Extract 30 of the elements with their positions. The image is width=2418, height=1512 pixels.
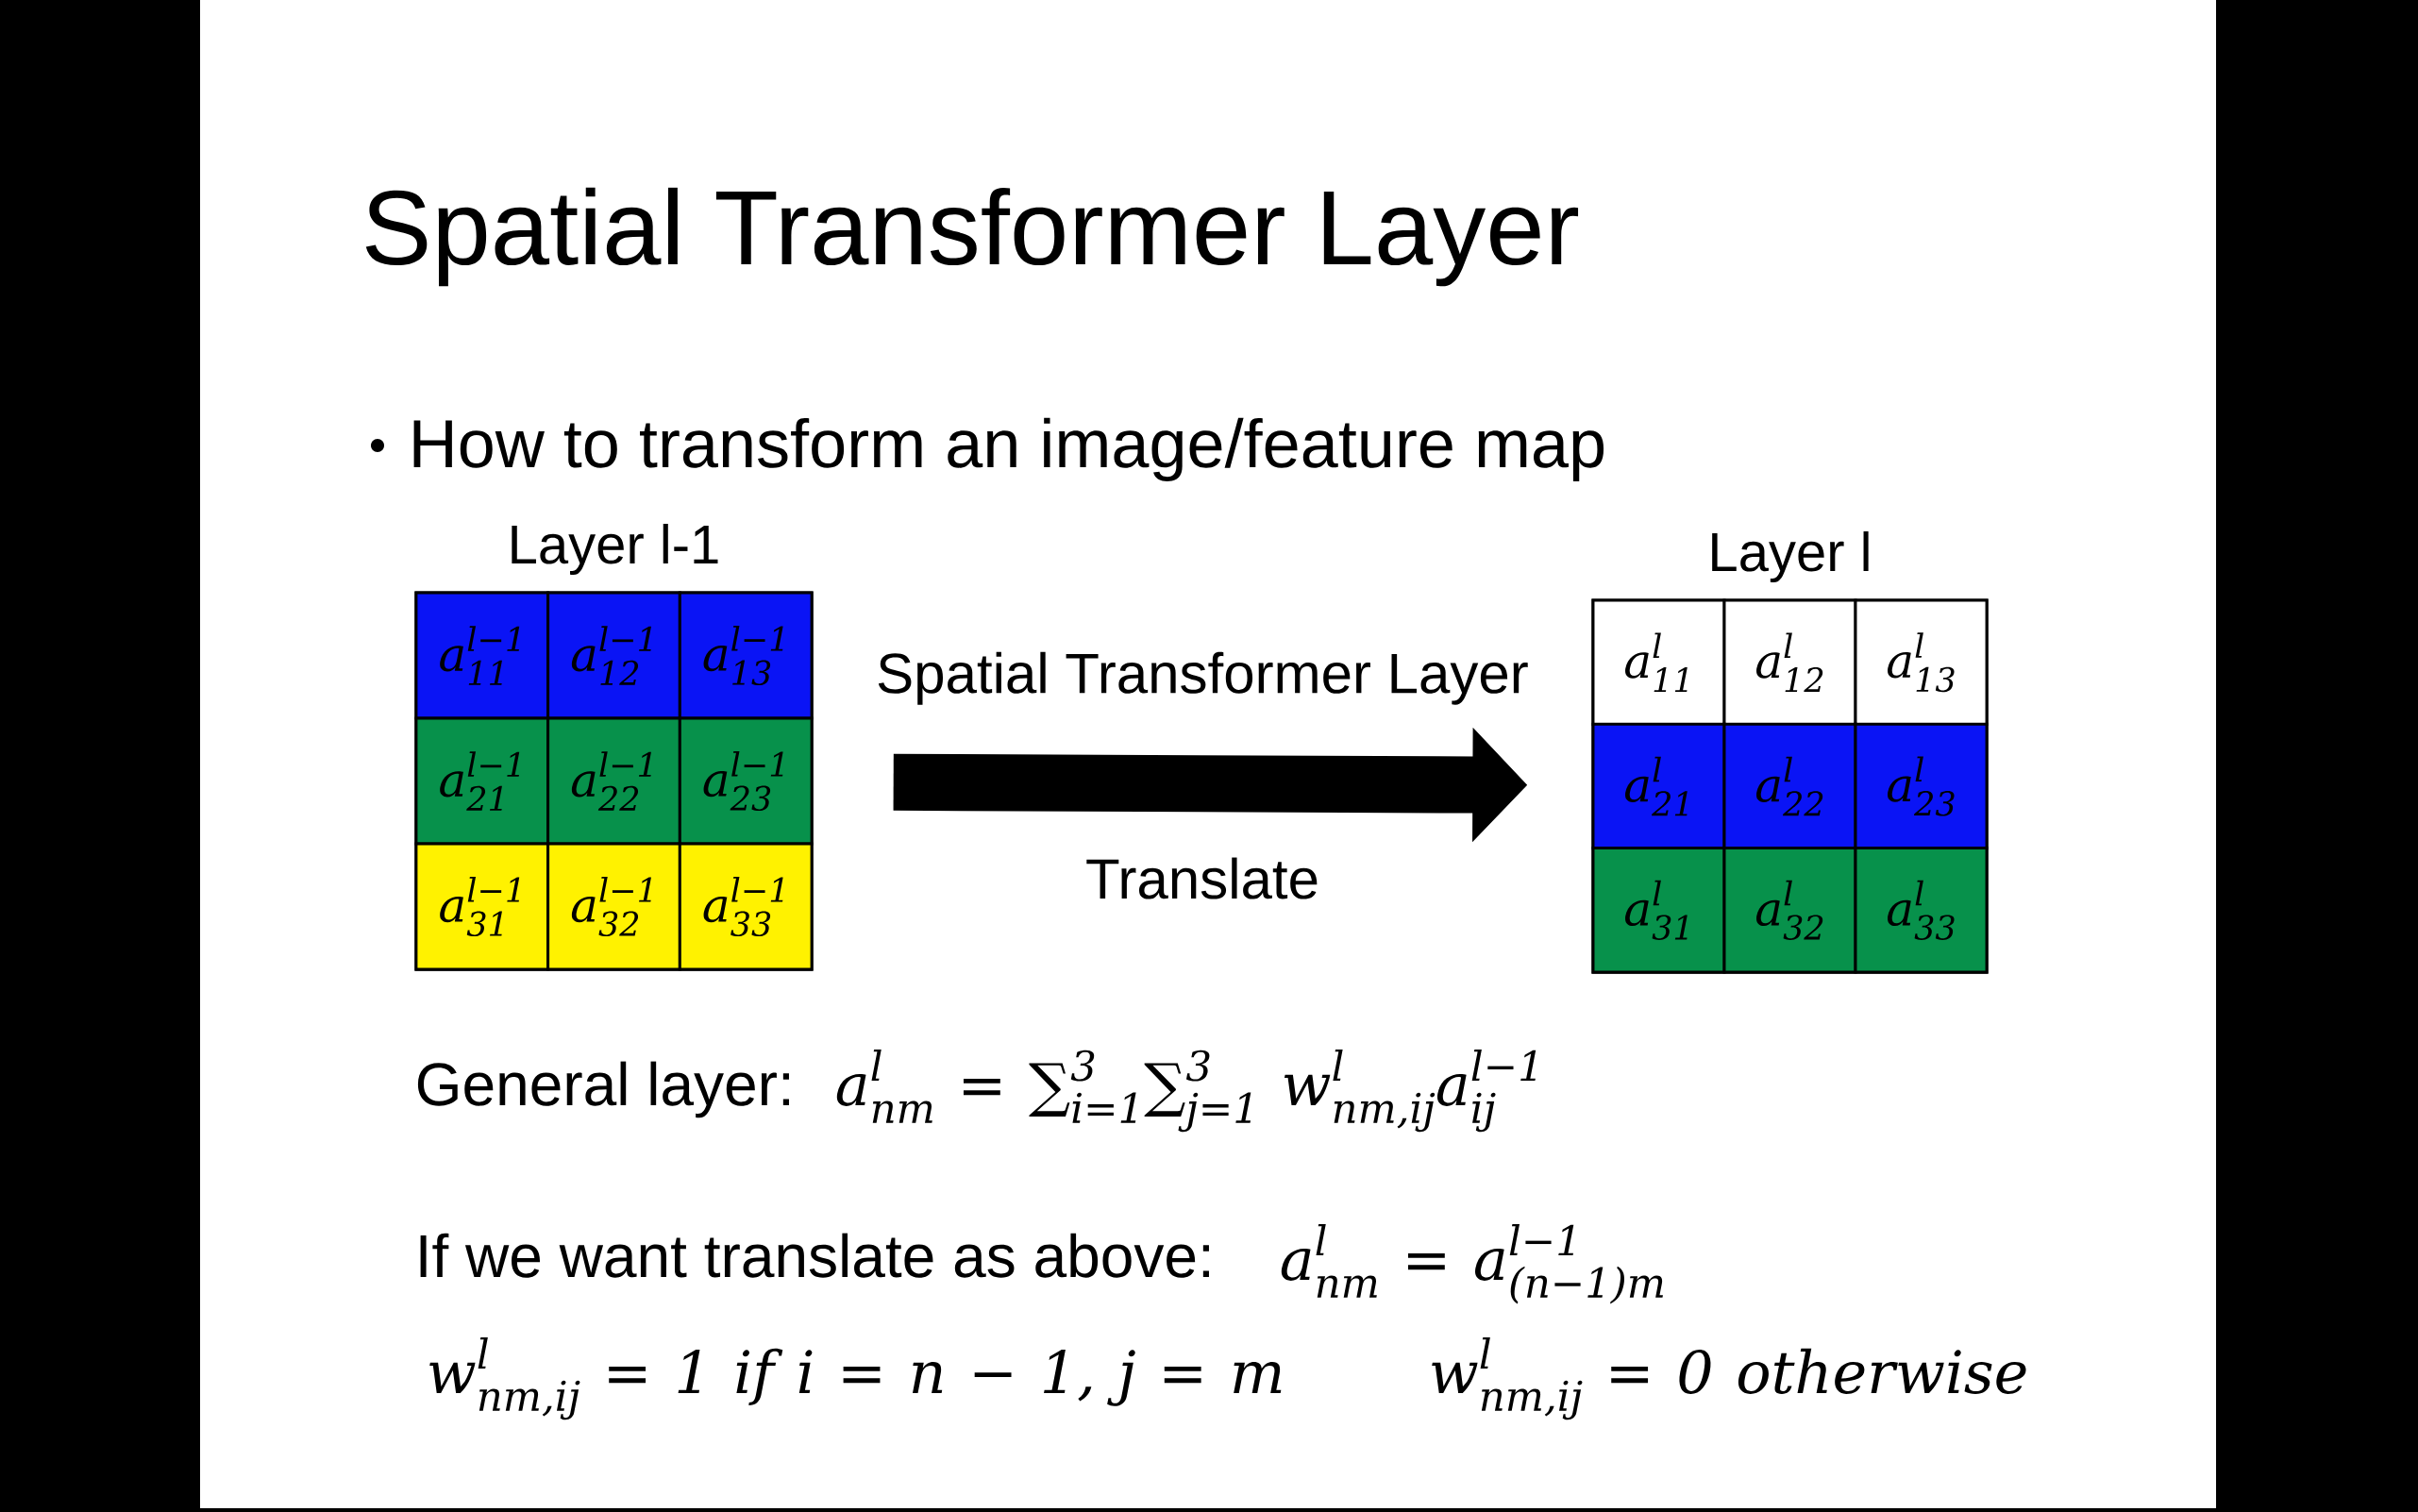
grid-cell: a$^{l}$23	[1854, 722, 1989, 850]
text-label: General layer:	[417, 1061, 789, 1118]
text-label: If we want translate as above:	[420, 1233, 1209, 1278]
grid-heading: Layer l-1	[512, 524, 718, 576]
grid-cell: a$^{l−1}$13	[678, 591, 814, 720]
arrow-caption: Translate	[1086, 857, 1318, 899]
grid-cell: a$^{l}$21	[1591, 722, 1726, 850]
grid-cell: a$^{l−1}$22	[546, 716, 681, 846]
grid-cell: a$^{l−1}$21	[414, 716, 550, 846]
slide-title: Spatial Transformer Layer	[365, 187, 1579, 287]
grid-cell: a$^{l}$13	[1854, 598, 1989, 726]
grid-cell: a$^{l−1}$33	[678, 842, 814, 971]
grid-cell: a$^{l}$11	[1591, 598, 1726, 726]
grid-cell: a$^{l−1}$12	[546, 591, 681, 720]
grid-cell: a$^{l−1}$32	[546, 842, 681, 971]
formula: w$^{l}$$_{nm,ij}$ = 0 otherwise	[1432, 1337, 2026, 1420]
grid-cell: a$^{l}$31	[1591, 847, 1726, 974]
edge-label: Spatial Transformer Layer	[878, 651, 1528, 705]
formula: a$^{l}$$_{nm}$ = ∑$^{3}$$_{i=1}$∑$^{3}$$_{j=1}$ w$^{l}$$_{nm,ij}$a$^{l−1}$ij	[836, 1050, 1536, 1133]
grid-cell: a$^{l}$33	[1854, 847, 1989, 974]
grid-cell: a$^{l}$12	[1722, 598, 1857, 726]
grid-heading: Layer l	[1712, 531, 1869, 583]
formula: w$^{l}$$_{nm,ij}$ = 1 if i = n − 1, j = m	[429, 1337, 1282, 1420]
grid-cell: a$^{l−1}$23	[678, 716, 814, 846]
bullet-text: How to transform an image/feature map	[413, 417, 1604, 481]
formula: a$^{l}$$_{nm}$ = a$^{l−1}$(n−1)m	[1281, 1224, 1663, 1304]
grid-cell: a$^{l}$22	[1722, 722, 1857, 850]
grid-cell: a$^{l}$32	[1722, 847, 1857, 974]
grid-cell: a$^{l−1}$31	[414, 842, 550, 971]
grid-cell: a$^{l−1}$11	[414, 591, 550, 720]
